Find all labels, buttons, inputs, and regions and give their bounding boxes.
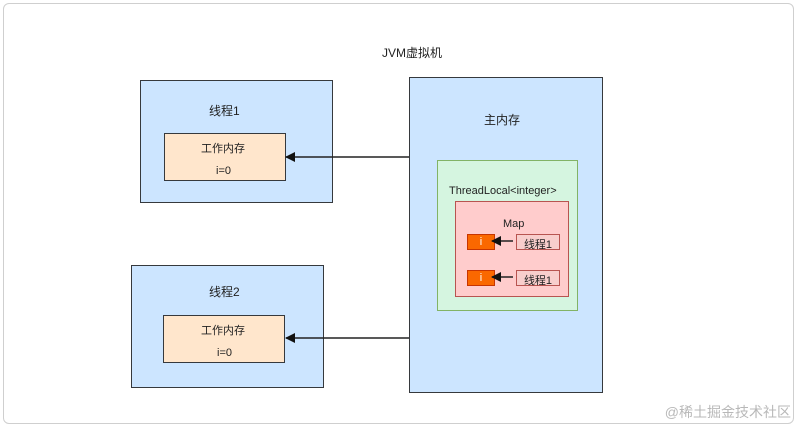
thread2-label: 线程2: [209, 285, 240, 299]
map-label: Map: [503, 218, 525, 230]
thread2-value: i=0: [217, 347, 232, 359]
thread1-value: i=0: [216, 165, 231, 177]
thread2-box: 线程2 工作内存 i=0: [131, 265, 324, 388]
diagram-title: JVM虚拟机: [382, 46, 443, 60]
thread2-work-memory: 工作内存 i=0: [163, 315, 285, 363]
thread1-work-memory: 工作内存 i=0: [164, 133, 286, 181]
thread2-work-memory-label: 工作内存: [201, 325, 245, 337]
main-memory-box: 主内存 ThreadLocal<integer> Map i 线程1 i 线程1: [409, 77, 603, 393]
map-box: Map i 线程1 i 线程1: [455, 201, 569, 297]
threadlocal-box: ThreadLocal<integer> Map i 线程1 i 线程1: [437, 160, 578, 311]
thread1-label: 线程1: [209, 104, 240, 118]
thread1-box: 线程1 工作内存 i=0: [140, 80, 333, 203]
map-entry-value-label: 线程1: [523, 275, 553, 287]
map-entry-value: 线程1: [516, 234, 560, 251]
threadlocal-label: ThreadLocal<integer>: [449, 185, 557, 197]
main-memory-label: 主内存: [484, 113, 521, 127]
thread1-work-memory-label: 工作内存: [201, 143, 245, 155]
map-entry-key-label: i: [479, 236, 483, 248]
watermark: @稀土掘金技术社区: [664, 404, 791, 420]
map-entry-value: 线程1: [516, 270, 560, 287]
map-entry-value-label: 线程1: [523, 239, 553, 251]
map-entry-key-label: i: [479, 272, 483, 284]
